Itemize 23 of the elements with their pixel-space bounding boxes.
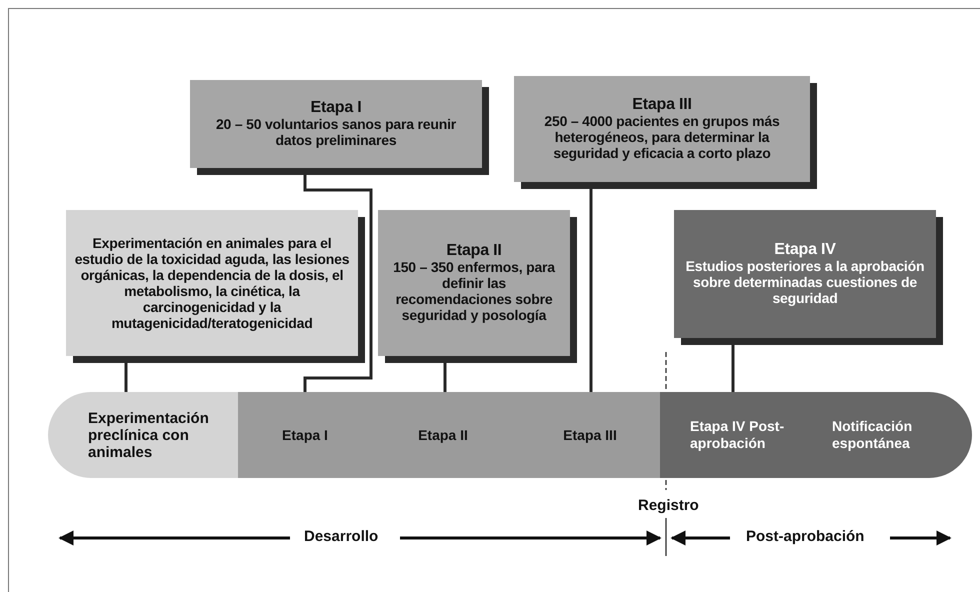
stage-description: 20 – 50 voluntarios sanos para reunir datos preliminares	[214, 116, 458, 148]
stage-description: Estudios posteriores a la aprobación sobre determinadas cuestiones de seguridad	[684, 258, 926, 306]
band-label: Etapa II	[398, 392, 488, 478]
stage-description: 250 – 4000 pacientes en grupos más heterogéneos, para determinar la seguridad y eficacia a corto plazo	[543, 113, 781, 161]
phase-band	[660, 392, 972, 478]
band-label: Etapa I	[260, 392, 350, 478]
stage-description: Experimentación en animales para el estudio de la toxicidad aguda, las lesiones orgánicas, la dependencia de la dosis, el metabolismo, la cinética, la carcinogenicidad y la mutagenicidad/teratogenicidad	[74, 235, 350, 331]
stage-box	[66, 210, 358, 356]
stage-box	[674, 210, 936, 338]
stage-title: Etapa I	[310, 100, 362, 116]
phase-band	[48, 392, 238, 478]
stage-title: Etapa II	[446, 243, 502, 259]
band-text: Experimentación preclínica con animales	[88, 410, 210, 460]
stage-box	[378, 210, 570, 356]
stage-box	[514, 76, 810, 182]
stage-title: Etapa IV	[774, 242, 836, 258]
band-label: Etapa IV Post-aprobación	[690, 392, 812, 478]
stage-title: Etapa III	[632, 97, 692, 113]
band-label: Notificación espontánea	[832, 392, 942, 478]
phase-band	[238, 392, 660, 478]
band-label: Etapa III	[540, 392, 640, 478]
stage-box	[190, 80, 482, 168]
stage-description: 150 – 350 enfermos, para definir las recomendaciones sobre seguridad y posología	[392, 259, 556, 323]
